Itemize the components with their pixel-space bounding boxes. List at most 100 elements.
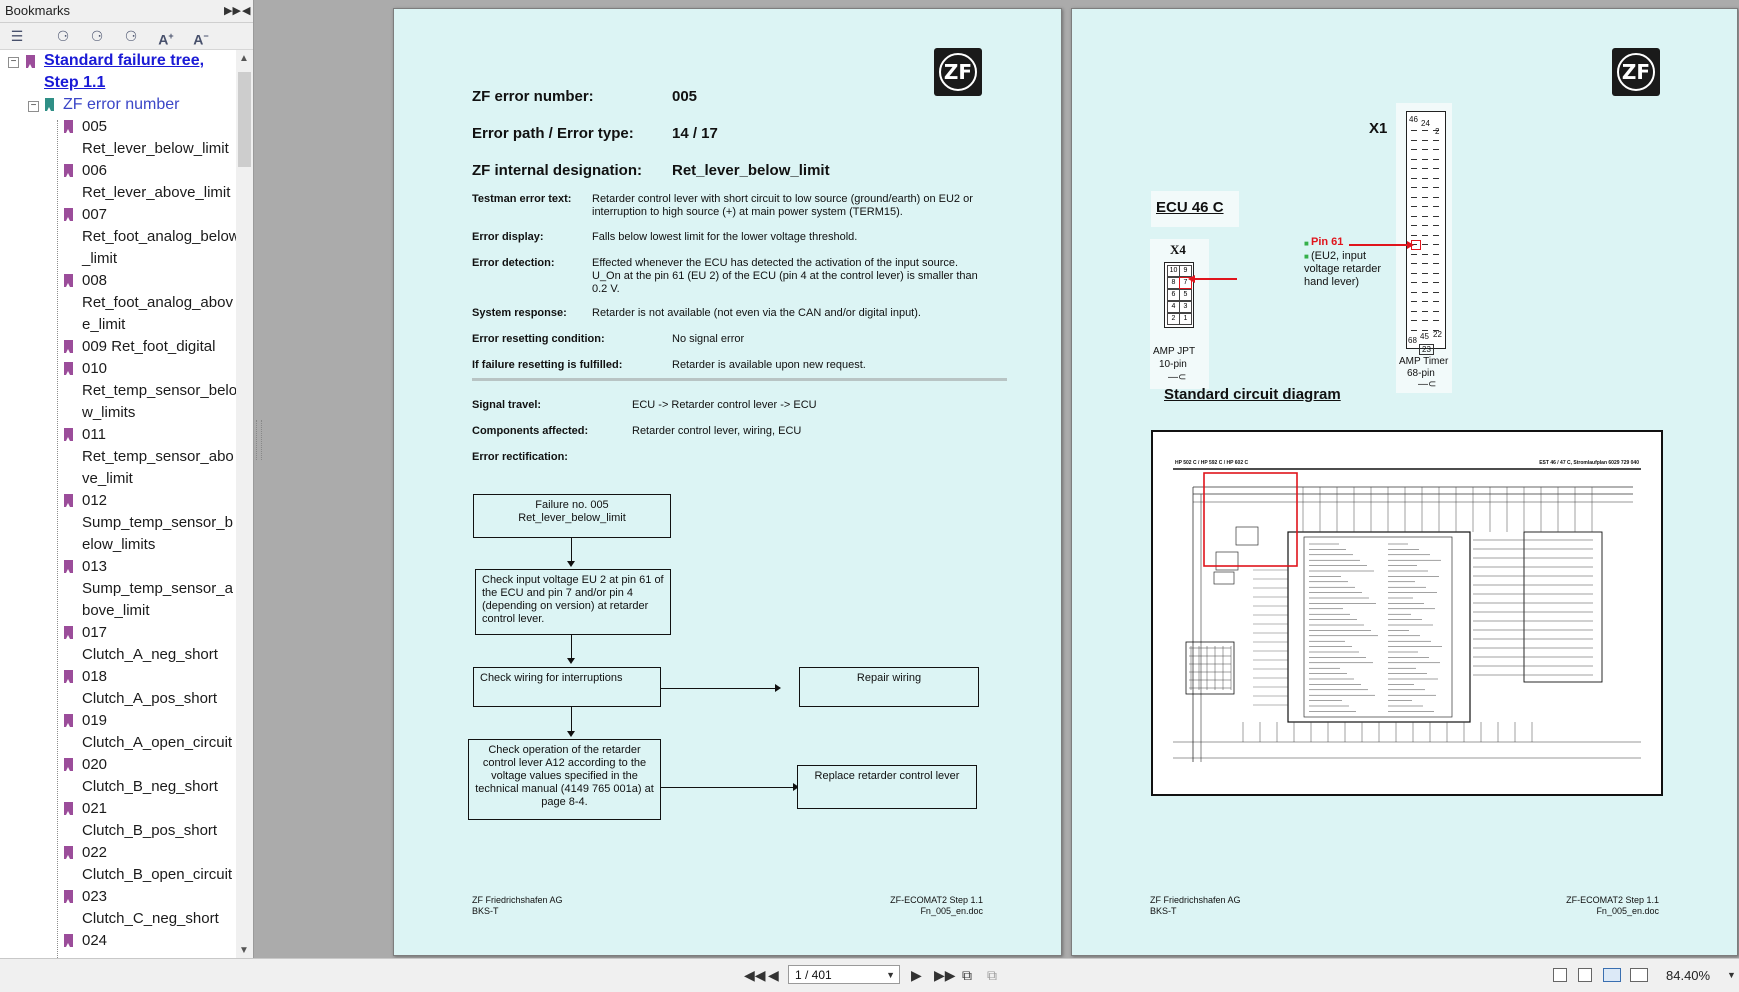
bookmark-icon — [64, 494, 73, 507]
x1-pin-mark — [1433, 282, 1439, 283]
x4-pointer-arrow — [1188, 275, 1195, 283]
flow-arrow — [793, 783, 799, 791]
bookmark-code[interactable]: 021 — [82, 800, 108, 817]
bookmark-name[interactable]: Sump_temp_sensor_a — [82, 580, 233, 597]
bookmark-name[interactable]: Sump_temp_sensor_b — [82, 514, 233, 531]
bookmark-code[interactable]: 006 — [82, 162, 108, 179]
bookmark-name[interactable]: bove_limit — [82, 602, 150, 619]
bookmark-root-line2[interactable]: Step 1.1 — [44, 74, 106, 91]
x1-pin-mark — [1422, 329, 1428, 331]
bookmarks-scrollbar[interactable]: ▲ ▼ — [236, 50, 253, 960]
scroll-down-icon[interactable]: ▼ — [239, 945, 249, 956]
bookmark-name[interactable]: Ret_lever_above_limit — [82, 184, 231, 201]
diagram-header-right: EST 46 / 47 C, Stromlaufplan 6029 729 04… — [1539, 460, 1639, 466]
bookmark-code[interactable]: 017 — [82, 624, 108, 641]
bookmark-name[interactable]: _limit — [82, 250, 118, 267]
page-number-input[interactable]: 1 / 401 ▼ — [788, 965, 900, 984]
bookmark-code[interactable]: 005 — [82, 118, 108, 135]
bookmark-code[interactable]: 018 — [82, 668, 108, 685]
bookmark-name[interactable]: Clutch_A_neg_short — [82, 646, 218, 663]
bookmark-zf-error-number[interactable]: ZF error number — [63, 96, 180, 113]
single-page-view-icon[interactable] — [1553, 968, 1567, 982]
bookmark-code[interactable]: 013 — [82, 558, 108, 575]
flow-check-voltage-text: Check input voltage EU 2 at pin 61 of th… — [482, 574, 664, 625]
flow-check-wiring-text: Check wiring for interruptions — [480, 672, 623, 684]
bookmark-icon — [64, 362, 73, 375]
x1-pin-mark — [1422, 244, 1428, 245]
bookmark-name[interactable]: e_limit — [82, 316, 126, 333]
collapse-panel-icon[interactable]: ◀ — [242, 5, 251, 17]
previous-view-icon[interactable]: ⧉ — [962, 967, 972, 983]
bookmark-name[interactable]: Ret_temp_sensor_abo — [82, 448, 234, 465]
bookmark-name[interactable]: Ret_foot_analog_below — [82, 228, 236, 245]
section-divider — [472, 378, 1007, 381]
bookmark-code[interactable]: 022 — [82, 844, 108, 861]
x1-pin-mark — [1411, 187, 1417, 188]
amp-jpt-label: AMP JPT — [1153, 346, 1196, 357]
bookmark-options-icon[interactable]: ☰ — [10, 28, 24, 44]
bookmark-name[interactable]: Clutch_B_pos_short — [82, 822, 218, 839]
x1-pin-mark — [1411, 244, 1417, 245]
bookmark-name[interactable]: ve_limit — [82, 470, 133, 487]
find-bookmark-icon[interactable]: ⚆ — [124, 28, 138, 44]
flow-replace-text: Replace retarder control lever — [814, 770, 960, 782]
bookmark-code[interactable]: 009 Ret_foot_digital — [82, 338, 216, 355]
scroll-up-icon[interactable]: ▲ — [239, 53, 249, 64]
bookmark-code[interactable]: 024 — [82, 932, 108, 949]
chevron-down-icon[interactable]: ▼ — [1727, 970, 1736, 980]
scrollbar-thumb[interactable] — [238, 72, 251, 167]
next-page-icon[interactable]: ▶ — [911, 967, 922, 983]
continuous-facing-view-icon[interactable] — [1630, 968, 1648, 982]
bookmark-code[interactable]: 020 — [82, 756, 108, 773]
collapse-sub-icon[interactable]: − — [28, 101, 39, 112]
last-page-icon[interactable]: ▶▶ — [934, 967, 956, 983]
x1-pin-mark — [1422, 206, 1428, 207]
bookmark-name[interactable]: Clutch_B_open_circuit — [82, 866, 233, 883]
decrease-font-icon[interactable]: A− — [193, 31, 209, 48]
bookmark-code[interactable]: 010 — [82, 360, 108, 377]
x1-pin-label: 68 — [1408, 336, 1417, 345]
flow-connector — [571, 538, 572, 562]
bookmark-root-line1[interactable]: Standard failure tree, — [44, 52, 205, 69]
bookmark-name[interactable]: Clutch_B_neg_short — [82, 778, 218, 795]
bookmark-code[interactable]: 012 — [82, 492, 108, 509]
system-response-value: Retarder is not available (not even via … — [592, 307, 921, 319]
previous-page-icon[interactable]: ◀ — [768, 967, 779, 983]
x1-pin-mark — [1422, 310, 1428, 312]
page-2: ZF ECU 46 C X4 10 9 8 7 6 5 4 3 2 1 AMP … — [1071, 8, 1738, 956]
expand-panel-icon[interactable]: ▶▶ — [224, 5, 241, 17]
continuous-view-icon[interactable] — [1578, 968, 1592, 982]
bookmark-name[interactable]: Ret_lever_below_limit — [82, 140, 229, 157]
bookmark-code[interactable]: 008 — [82, 272, 108, 289]
add-bookmark-icon[interactable]: ⚆ — [56, 28, 70, 44]
bookmark-name[interactable]: w_limits — [82, 404, 136, 421]
bookmark-name[interactable]: Clutch_A_pos_short — [82, 690, 218, 707]
x1-pin-mark — [1422, 139, 1428, 141]
bookmarks-title: Bookmarks — [5, 3, 71, 18]
error-display-label: Error display: — [472, 231, 544, 243]
bookmark-name[interactable]: Ret_foot_analog_abov — [82, 294, 233, 311]
x1-pin-mark — [1433, 244, 1439, 245]
delete-bookmark-icon[interactable]: ⚆ — [90, 28, 104, 44]
signal-travel-label: Signal travel: — [472, 399, 542, 411]
zoom-level[interactable]: 84.40% — [1666, 968, 1711, 983]
bookmark-name[interactable]: Clutch_A_open_circuit — [82, 734, 233, 751]
chevron-down-icon[interactable]: ▼ — [886, 970, 895, 980]
bookmark-code[interactable]: 019 — [82, 712, 108, 729]
bookmark-name[interactable]: Ret_temp_sensor_belo — [82, 382, 236, 399]
facing-view-icon[interactable] — [1603, 968, 1621, 982]
first-page-icon[interactable]: ◀◀ — [744, 967, 766, 983]
connector-symbol-icon: —⊂ — [1168, 372, 1187, 383]
panel-splitter[interactable] — [256, 420, 262, 460]
x1-pin-mark — [1422, 149, 1428, 150]
x1-pin-label: 45 — [1420, 332, 1429, 341]
bookmark-code[interactable]: 011 — [82, 426, 106, 443]
collapse-root-icon[interactable]: − — [8, 57, 19, 68]
bookmark-name[interactable]: Clutch_C_neg_short — [82, 910, 219, 927]
bookmark-code[interactable]: 023 — [82, 888, 108, 905]
next-view-icon[interactable]: ⧉ — [987, 967, 997, 983]
x1-pin-mark — [1422, 130, 1428, 131]
bookmark-name[interactable]: elow_limits — [82, 536, 156, 553]
increase-font-icon[interactable]: A+ — [158, 31, 174, 48]
bookmark-code[interactable]: 007 — [82, 206, 108, 223]
